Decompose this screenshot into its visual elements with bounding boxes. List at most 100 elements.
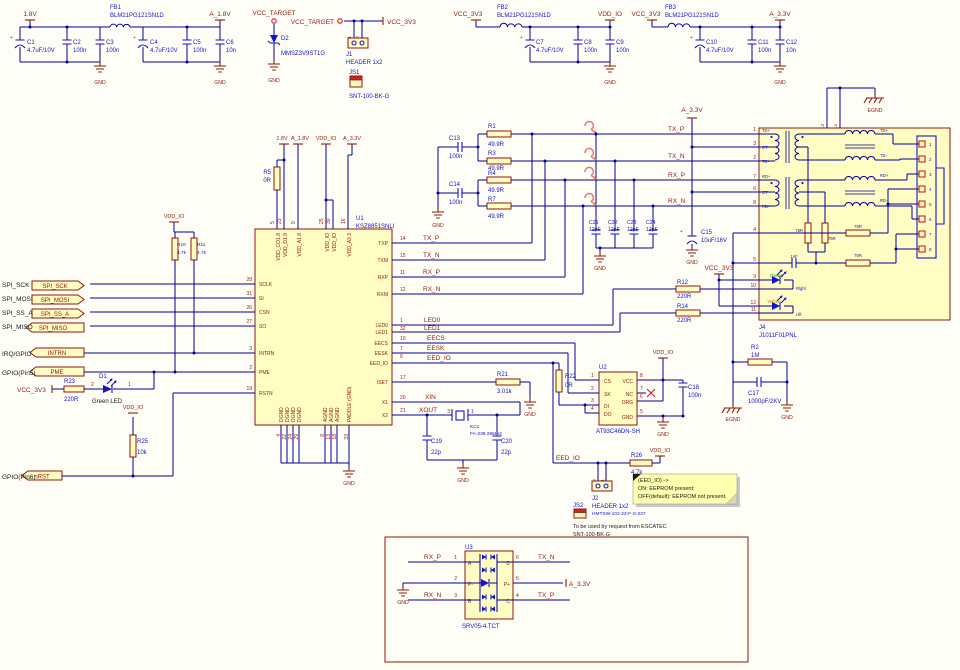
schematic-label: R5 [263, 170, 271, 176]
phase-dot [770, 135, 773, 139]
ic-u1-body [254, 228, 393, 426]
schematic-label: A_1.8V [209, 11, 231, 18]
schematic-label: 5 [270, 221, 276, 224]
schematic-label: 49.9R [488, 142, 505, 148]
tag-nrst [21, 470, 63, 481]
schematic-label: SI [259, 296, 264, 302]
header-j1-body [347, 37, 369, 49]
schematic-label: R7 [488, 197, 496, 203]
schematic-label: A_1.8V [291, 136, 309, 142]
transformer-primary-coils [774, 133, 780, 207]
zener-d2 [267, 35, 281, 46]
junction-dot [185, 60, 189, 64]
junction-dot [894, 247, 898, 251]
schematic-label: 8 [320, 434, 326, 437]
schematic-label: 4.7k [631, 470, 643, 476]
schematic-label: VCC_3V3 [17, 387, 46, 394]
junction-dot [65, 25, 69, 29]
schematic-label: 29 [294, 434, 300, 440]
schematic-label: VDD_IO [650, 448, 671, 454]
junction-dot [551, 361, 555, 365]
schematic-label: PME [50, 370, 63, 376]
schematic-label: C4 [150, 40, 158, 46]
net-1v8: 1.8V [23, 11, 37, 18]
schematic-label: 4 [516, 593, 519, 599]
schematic-label: SCLK [259, 282, 273, 288]
j1-pin-circle [359, 40, 365, 46]
schematic-label: C1 [27, 40, 35, 46]
schematic-label: RXP [378, 275, 389, 281]
schematic-label: 17 [400, 375, 406, 381]
schematic-label: 1.8V [276, 136, 288, 142]
schematic-label: C6 [226, 40, 234, 46]
rj45-pin-block [916, 135, 937, 259]
junction-dot [613, 159, 617, 163]
led-yellow-j4 [772, 294, 788, 310]
schematic-label: C20 [501, 439, 513, 445]
schematic-label: 7 [640, 386, 643, 392]
schematic-label: X1 [382, 400, 388, 406]
junction-dot [661, 378, 665, 382]
schematic-label: RX_N [668, 198, 686, 205]
schematic-label: 0R [263, 178, 271, 184]
schematic-label: HEADER 1x2 [346, 60, 383, 66]
schematic-label: C10 [706, 40, 718, 46]
schematic-label: RX_P [424, 554, 441, 561]
schematic-label: SO [259, 324, 266, 330]
schematic-label: GND [622, 415, 634, 421]
junction-dot [192, 351, 196, 355]
schematic-label: 6 [753, 186, 756, 192]
schematic-label: 26 [246, 305, 252, 311]
schematic-label: 22p [431, 450, 442, 456]
schematic-label: 100n [584, 48, 597, 54]
schematic-label: DGND [279, 407, 285, 422]
schematic-label: R10 [177, 242, 186, 248]
schematic-label: 8 [753, 200, 756, 206]
schematic-label: RX_N [424, 592, 442, 599]
schematic-label: R25 [137, 439, 149, 445]
schematic-label: R11 [197, 242, 206, 248]
schematic-label: EESK [427, 345, 445, 352]
caps-misc [422, 382, 688, 441]
ferrite-bead-coils [109, 22, 691, 28]
schematic-label: CT [762, 190, 768, 195]
schematic-label: GND [457, 478, 469, 484]
schematic-label: TX_N [668, 153, 685, 160]
schematic-label: 4.7uF/10V [706, 48, 734, 54]
schematic-label: 9 [753, 274, 756, 280]
schematic-label: 10n [786, 48, 796, 54]
schematic-label: A_3.3V [343, 136, 361, 142]
schematic-label: 3 [454, 593, 457, 599]
schematic-label: To be used by request from ESCATEC [573, 524, 667, 530]
schematic-label: 12pF [627, 227, 639, 233]
schematic-label: DGND [291, 407, 297, 422]
junction-dot [581, 204, 585, 208]
schematic-label: AGND [335, 407, 341, 422]
led-d1 [103, 377, 118, 393]
tag-pme [29, 366, 85, 377]
junction-dot [661, 414, 665, 418]
schematic-label: X2 [382, 413, 388, 419]
eeprom-note [632, 473, 740, 507]
schematic-label: 9 [291, 221, 297, 224]
schematic-label: 5 [516, 576, 519, 582]
schematic-label: 12pF [608, 227, 620, 233]
schematic-label: VDD_IO [316, 136, 337, 142]
schematic-label: 220R [677, 318, 692, 324]
junction-dot [698, 25, 702, 29]
schematic-label: C18 [688, 385, 700, 391]
schematic-label: 12pF [589, 227, 601, 233]
schematic-label: GND [94, 80, 106, 86]
schematic-label: RD- [762, 204, 770, 209]
schematic-label: 220R [677, 294, 692, 300]
schematic-label: SPI_SCK [42, 284, 67, 290]
schematic-label: TX_P [668, 126, 684, 133]
schematic-label: DGND [285, 407, 291, 422]
schematic-label: 100n [688, 393, 701, 399]
note-line-2: ON: EEPROM present; [638, 486, 695, 492]
schematic-label: C14 [449, 182, 461, 188]
schematic-label: INTRN [48, 351, 66, 357]
schematic-label: A_3.3V [769, 11, 791, 18]
schematic-label: DO [604, 412, 612, 418]
schematic-label: 21 [400, 408, 406, 414]
